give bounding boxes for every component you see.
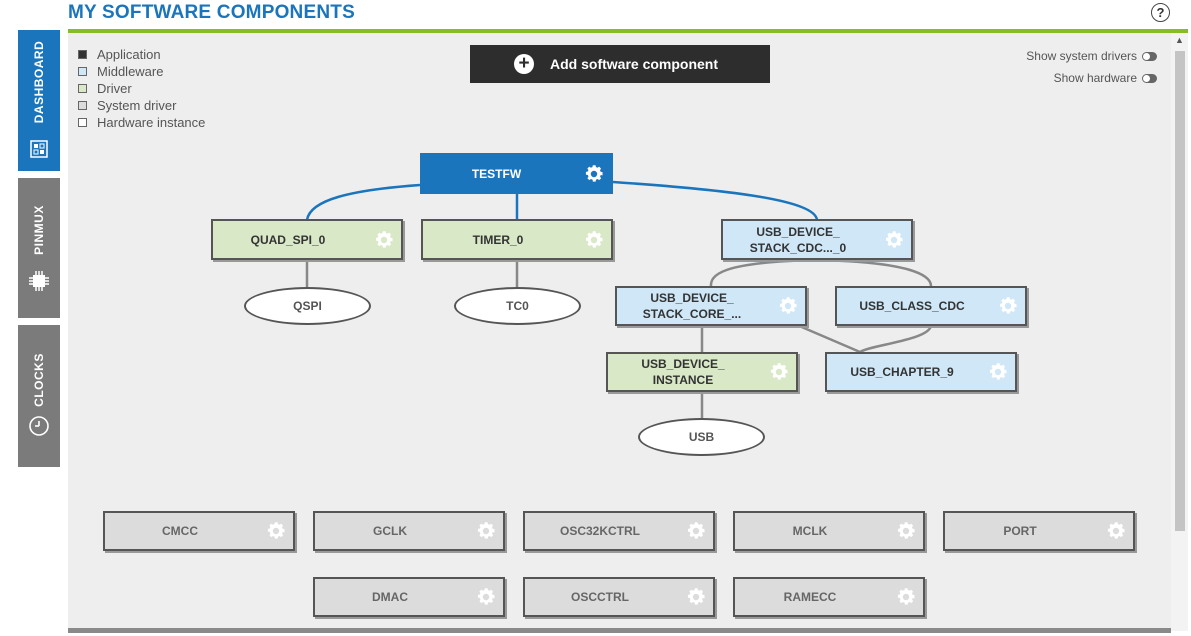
system-driver-port[interactable]: PORT (943, 511, 1135, 551)
hardware-qspi[interactable]: QSPI (244, 287, 371, 325)
system-driver-cmcc[interactable]: CMCC (103, 511, 295, 551)
hardware-tc0[interactable]: TC0 (454, 287, 581, 325)
plus-circle-icon: + (514, 54, 534, 74)
component-usb-class-cdc[interactable]: USB_CLASS_CDC (835, 286, 1027, 326)
gear-icon[interactable] (475, 520, 497, 542)
component-label: DMAC (372, 590, 408, 604)
gear-icon[interactable] (475, 586, 497, 608)
legend-item: System driver (78, 97, 205, 114)
tab-dashboard[interactable]: DASHBOARD (18, 30, 60, 171)
connector-line (305, 183, 421, 221)
component-usb-device-instance[interactable]: USB_DEVICE_ INSTANCE (606, 352, 798, 392)
component-label: USB_DEVICE_ INSTANCE (641, 357, 725, 387)
add-software-component-button[interactable]: + Add software component (470, 45, 770, 83)
component-label: CMCC (162, 524, 198, 538)
component-quad-spi-0[interactable]: QUAD_SPI_0 (211, 219, 403, 260)
legend-item: Hardware instance (78, 114, 205, 131)
legend: Application Middleware Driver System dri… (78, 46, 205, 131)
gear-icon[interactable] (997, 295, 1019, 317)
component-label: RAMECC (783, 590, 837, 604)
gear-icon[interactable] (685, 520, 707, 542)
connector-line (816, 258, 933, 288)
toggle-label: Show system drivers (1026, 49, 1137, 63)
legend-item: Middleware (78, 63, 205, 80)
gear-icon[interactable] (895, 586, 917, 608)
connector-line (789, 320, 861, 354)
gear-icon[interactable] (685, 586, 707, 608)
legend-label: System driver (97, 98, 177, 113)
component-label: OSC32KCTRL (559, 524, 640, 538)
legend-swatch (78, 101, 87, 110)
add-button-label: Add software component (550, 56, 719, 72)
component-usb-chapter-9[interactable]: USB_CHAPTER_9 (825, 352, 1017, 392)
legend-swatch (78, 50, 87, 59)
component-label: GCLK (373, 524, 407, 538)
system-driver-osc32kctrl[interactable]: OSC32KCTRL (523, 511, 715, 551)
legend-item: Application (78, 46, 205, 63)
page-title: MY SOFTWARE COMPONENTS (68, 2, 355, 23)
legend-swatch (78, 118, 87, 127)
component-label: USB_CLASS_CDC (859, 299, 965, 313)
tab-pinmux[interactable]: PINMUX (18, 178, 60, 318)
legend-label: Driver (97, 81, 132, 96)
gear-icon[interactable] (373, 229, 395, 251)
show-hardware-toggle[interactable]: Show hardware (1054, 71, 1157, 85)
gear-icon[interactable] (987, 361, 1009, 383)
system-driver-mclk[interactable]: MCLK (733, 511, 925, 551)
component-usb-device-stack-core[interactable]: USB_DEVICE_ STACK_CORE_... (615, 286, 807, 326)
component-label: QUAD_SPI_0 (250, 232, 326, 247)
gear-icon[interactable] (583, 229, 605, 251)
gear-icon[interactable] (768, 361, 790, 383)
gear-icon[interactable] (583, 163, 605, 185)
scrollbar-thumb[interactable] (1175, 51, 1185, 531)
toggle-switch[interactable] (1142, 73, 1157, 83)
canvas-bottom-border (68, 628, 1171, 633)
gear-icon[interactable] (883, 229, 905, 251)
legend-item: Driver (78, 80, 205, 97)
component-usb-device-stack-cdc[interactable]: USB_DEVICE_ STACK_CDC..._0 (721, 219, 913, 260)
chip-icon (29, 271, 49, 291)
gear-icon[interactable] (265, 520, 287, 542)
system-driver-gclk[interactable]: GCLK (313, 511, 505, 551)
gear-icon[interactable] (777, 295, 799, 317)
clock-icon (29, 416, 49, 436)
legend-label: Middleware (97, 64, 164, 79)
show-system-drivers-toggle[interactable]: Show system drivers (1026, 49, 1157, 63)
component-label: USB_DEVICE_ STACK_CORE_... (642, 291, 742, 321)
toggle-switch[interactable] (1142, 51, 1157, 61)
system-driver-ramecc[interactable]: RAMECC (733, 577, 925, 617)
component-label: MCLK (792, 524, 828, 538)
system-driver-oscctrl[interactable]: OSCCTRL (523, 577, 715, 617)
legend-swatch (78, 67, 87, 76)
scroll-up-icon[interactable]: ▲ (1175, 35, 1184, 45)
gear-icon[interactable] (895, 520, 917, 542)
component-label: PORT (1003, 524, 1037, 538)
connector-line (709, 258, 818, 288)
dashboard-icon (30, 140, 48, 158)
component-label: OSCCTRL (571, 590, 629, 604)
tab-clocks[interactable]: CLOCKS (18, 325, 60, 467)
help-icon[interactable]: ? (1151, 3, 1170, 22)
toggle-label: Show hardware (1053, 71, 1137, 85)
component-label: USB_DEVICE_ STACK_CDC..._0 (749, 224, 847, 255)
component-timer-0[interactable]: TIMER_0 (421, 219, 613, 260)
component-testfw[interactable]: TESTFW (420, 153, 613, 194)
component-label: TIMER_0 (472, 232, 524, 247)
system-driver-dmac[interactable]: DMAC (313, 577, 505, 617)
legend-label: Hardware instance (97, 115, 206, 130)
vertical-scrollbar[interactable]: ▲ (1171, 33, 1188, 631)
component-label: USB_CHAPTER_9 (850, 365, 954, 379)
component-label: TESTFW (471, 166, 522, 181)
legend-swatch (78, 84, 87, 93)
connector-line (859, 324, 933, 354)
connector-line (612, 180, 819, 221)
hardware-usb[interactable]: USB (638, 418, 765, 456)
gear-icon[interactable] (1105, 520, 1127, 542)
legend-label: Application (97, 47, 161, 62)
title-underline (68, 29, 1188, 33)
